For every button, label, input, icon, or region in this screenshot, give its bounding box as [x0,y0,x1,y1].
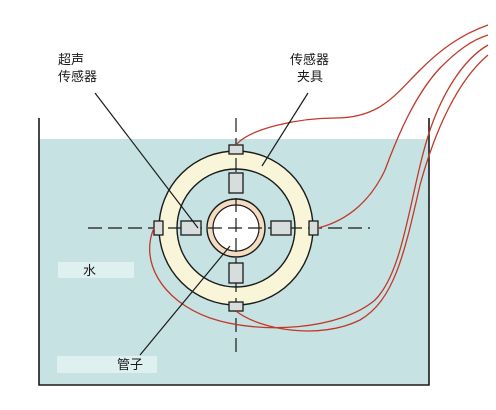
leader-lines [94,92,309,356]
pipe-label: 管子 [117,358,143,373]
leader-sensor-fixture [261,92,309,167]
sensor-outer-bottom [228,301,244,312]
sensor-inner-bottom [228,262,244,284]
sensor-outer-top [228,144,244,155]
sensor-fixture-label-line1: 传感器 [290,52,329,68]
ultrasonic-sensor-blocks [153,144,319,312]
leader-ultrasonic-sensor [94,92,199,229]
sensor-inner-top [228,172,244,194]
cable-top [235,24,489,146]
sensor-cables [149,24,489,332]
sensor-outer-left [153,220,164,236]
ultrasonic-sensor-label-line2: 传感器 [58,69,97,85]
cable-right [317,34,489,229]
cable-left [149,44,489,329]
cable-bottom [235,54,489,332]
leader-pipe [139,245,231,356]
pipe-label-box [57,356,157,373]
sensor-fixture-label-line2: 夹具 [297,70,323,85]
water-label-box [58,262,134,278]
tank-outline [38,118,430,386]
sensor-outer-right [308,220,319,236]
water-label: 水 [83,264,96,279]
sensor-inner-right [270,220,292,236]
ultrasonic-sensor-label-line1: 超声 [58,53,84,68]
